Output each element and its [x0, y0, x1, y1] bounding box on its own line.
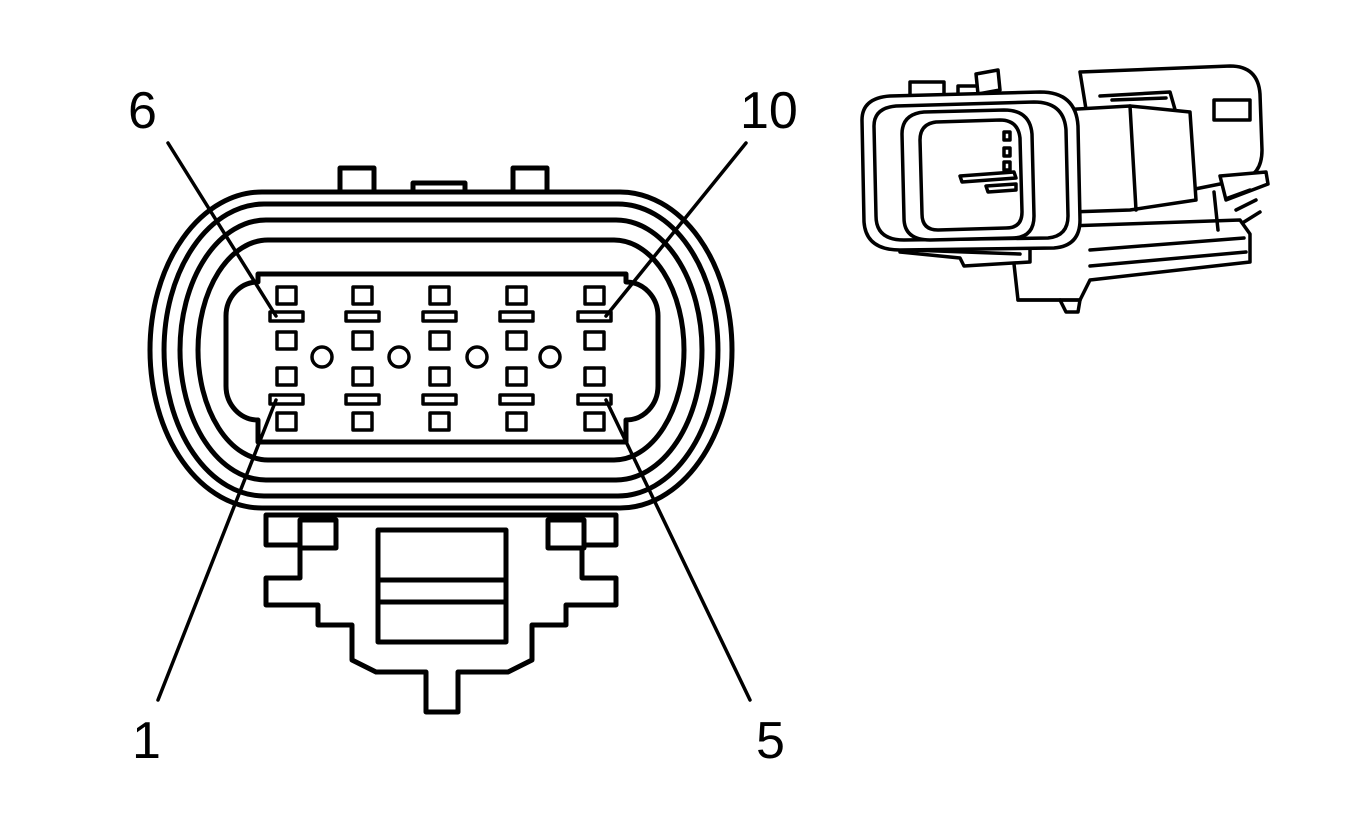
terminal-column: [498, 285, 535, 432]
pin-label-1: 1: [132, 712, 161, 770]
leader-line-pin-1: [156, 398, 278, 702]
connector-front-view: 6 10 1 5: [128, 82, 798, 770]
leader-line-pin-6: [166, 141, 278, 318]
leader-line-pin-5: [604, 398, 752, 702]
pin-label-5: 5: [756, 712, 785, 770]
pin-label-10: 10: [740, 82, 798, 140]
pin-label-6: 6: [128, 82, 157, 140]
terminal-column: [421, 285, 458, 432]
leader-lines: [156, 141, 752, 702]
terminal-column: [268, 285, 305, 432]
leader-line-pin-10: [604, 141, 748, 318]
alignment-holes: [310, 345, 562, 369]
connector-isometric-view: [860, 64, 1270, 314]
terminal-column: [344, 285, 381, 432]
terminal-cavities: [268, 285, 613, 432]
mounting-bracket: [263, 512, 619, 715]
terminal-column: [576, 285, 613, 432]
